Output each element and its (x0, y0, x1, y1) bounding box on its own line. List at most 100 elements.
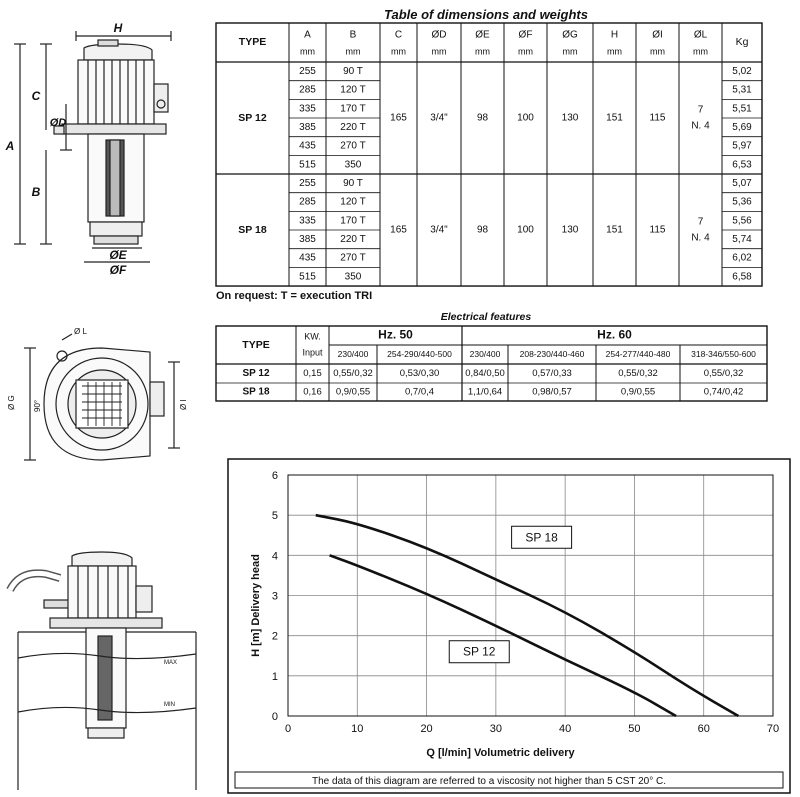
elec-value-cell: 0,74/0,42 (704, 387, 744, 398)
cell-i: 115 (650, 113, 666, 124)
cell-a: 385 (299, 122, 316, 133)
dim-label-g: Ø G (7, 395, 16, 410)
col-header: ØD (432, 30, 447, 41)
elec-value-cell: 0,9/0,55 (336, 387, 370, 398)
x-tick-label: 10 (351, 723, 363, 735)
chart-note-box (234, 771, 784, 789)
cell-kg: 5,36 (732, 197, 752, 208)
elec-kw-cell: 0,16 (303, 387, 322, 398)
elec-type-cell: SP 18 (242, 387, 269, 398)
level-min-label: MIN (164, 702, 175, 708)
cell-e: 98 (477, 113, 489, 124)
elec-value-cell: 0,55/0,32 (704, 368, 744, 379)
dim-label-i: Ø I (179, 399, 188, 410)
table-border (215, 22, 763, 287)
dim-label-e: ØE (109, 248, 127, 262)
dim-label-b: B (32, 185, 41, 199)
x-tick-label: 40 (559, 723, 571, 735)
elec-type-header: TYPE (242, 339, 269, 351)
col-header: ØF (519, 30, 533, 41)
elec-kw-header: KW. (304, 331, 321, 341)
technical-drawings: H C ØD A B ØE ØF Ø L Ø G 90° Ø I (5, 21, 197, 790)
col-header: ØG (562, 30, 578, 41)
cell-kg: 5,69 (732, 122, 752, 133)
cell-b: 220 T (340, 234, 365, 245)
cell-a: 515 (299, 159, 316, 170)
dimensions-table: TYPEAmmBmmCmmØDmmØEmmØFmmØGmmHmmØImmØLmm… (215, 22, 763, 287)
col-unit: mm (693, 46, 708, 56)
hz60-header: Hz. 60 (597, 328, 632, 342)
col-header: Kg (736, 36, 749, 48)
col-unit: mm (650, 46, 665, 56)
cell-b: 270 T (340, 141, 365, 152)
elec-value-cell: 0,57/0,33 (532, 368, 572, 379)
cell-g: 130 (562, 113, 579, 124)
cell-kg: 5,74 (732, 234, 752, 245)
series-label-box (511, 525, 573, 549)
elec-value-cell: 0,55/0,32 (333, 368, 373, 379)
cell-kg: 5,31 (732, 85, 752, 96)
cell-b: 90 T (343, 66, 363, 77)
hz50-header: Hz. 50 (378, 328, 413, 342)
voltage-header: 230/400 (338, 349, 369, 359)
cell-e: 98 (477, 225, 489, 236)
cell-a: 335 (299, 215, 316, 226)
dim-label-a: A (5, 139, 15, 153)
dimensions-footnote: On request: T = execution TRI (216, 290, 373, 302)
series-label-box (448, 640, 510, 664)
cell-kg: 5,02 (732, 66, 752, 77)
chart-frame (227, 458, 791, 794)
col-header: H (611, 30, 618, 41)
cell-d: 3/4" (430, 225, 448, 236)
y-tick-label: 0 (272, 711, 278, 723)
voltage-header: 254-277/440-480 (606, 349, 671, 359)
col-header: C (395, 30, 402, 41)
cell-kg: 5,97 (732, 141, 752, 152)
voltage-header: 230/400 (470, 349, 501, 359)
voltage-header: 318-346/550-600 (691, 349, 756, 359)
cell-l: 7 (698, 217, 704, 228)
col-unit: mm (607, 46, 622, 56)
elec-value-cell: 0,55/0,32 (618, 368, 658, 379)
dim-label-c: C (32, 89, 41, 103)
cell-b: 170 T (340, 215, 365, 226)
series-line-sp-12 (329, 554, 677, 718)
cell-a: 435 (299, 253, 316, 264)
cell-kg: 5,56 (732, 215, 752, 226)
dim-label-d: ØD (50, 117, 67, 129)
col-unit: mm (346, 46, 361, 56)
cell-a: 285 (299, 85, 316, 96)
cell-f: 100 (517, 225, 534, 236)
x-tick-label: 0 (285, 723, 291, 735)
col-header: TYPE (239, 36, 266, 48)
elec-value-cell: 1,1/0,64 (468, 387, 502, 398)
series-label: SP 18 (525, 530, 558, 544)
col-header: ØL (694, 30, 708, 41)
col-header: ØE (475, 30, 490, 41)
cell-b: 350 (345, 271, 362, 282)
cell-i: 115 (650, 225, 666, 236)
cell-a: 385 (299, 234, 316, 245)
x-tick-label: 30 (490, 723, 502, 735)
col-header: B (350, 30, 357, 41)
cell-l: 7 (698, 105, 704, 116)
y-tick-label: 5 (272, 510, 278, 522)
cell-c: 165 (390, 113, 407, 124)
cell-f: 100 (517, 113, 534, 124)
series-label: SP 12 (463, 645, 496, 659)
y-tick-label: 1 (272, 671, 278, 683)
cell-b: 270 T (340, 253, 365, 264)
elec-type-cell: SP 12 (242, 368, 269, 379)
cell-b: 120 T (340, 85, 365, 96)
cell-kg: 6,58 (732, 271, 752, 282)
cell-b: 90 T (343, 178, 363, 189)
dimensions-title: Table of dimensions and weights (384, 7, 588, 22)
pump-side-view (14, 31, 172, 263)
dim-label-h: H (114, 21, 123, 35)
col-unit: mm (518, 46, 533, 56)
level-max-label: MAX (164, 660, 177, 666)
elec-kw-cell: 0,15 (303, 368, 322, 379)
x-tick-label: 50 (628, 723, 640, 735)
cell-a: 255 (299, 178, 316, 189)
